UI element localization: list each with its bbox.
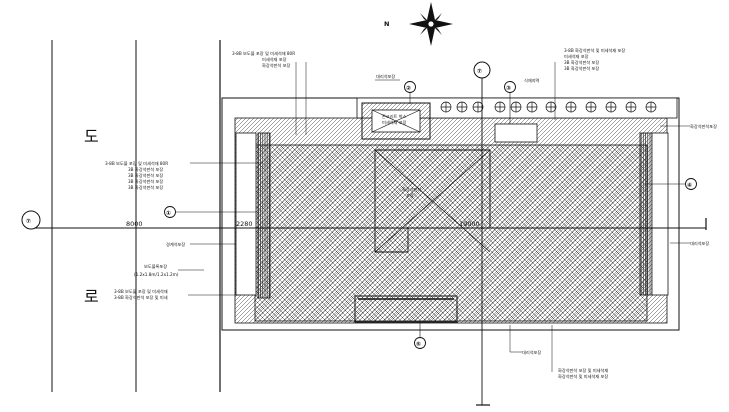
dimension-19000: 19000 — [459, 220, 480, 228]
svg-text:3B 화강석판석 포장: 3B 화강석판석 포장 — [128, 166, 163, 173]
svg-text:④: ④ — [687, 182, 692, 189]
right-bench — [651, 132, 669, 296]
detail-bubble-2: ② — [404, 81, 416, 104]
note-right-top: 화강석판석포장 — [660, 123, 717, 130]
left-bench — [235, 132, 257, 296]
svg-text:화강석판석 포장 및 미세석재: 화강석판석 포장 및 미세석재 — [558, 367, 608, 374]
entrance-gap — [494, 123, 538, 143]
svg-text:②: ② — [406, 85, 411, 92]
svg-text:3-8B 보도블 포장 및 미세석재 80R: 3-8B 보도블 포장 및 미세석재 80R — [232, 50, 295, 57]
svg-text:경계석포장: 경계석포장 — [166, 241, 185, 248]
svg-text:3B 화강석판석 포장: 3B 화강석판석 포장 — [564, 59, 599, 66]
note-left: 3-8B 보도블 포장 및 미세석재 80R 3B 화강석판석 포장 3B 화강… — [105, 160, 262, 191]
svg-text:3B 화강석판석 포장: 3B 화강석판석 포장 — [128, 172, 163, 179]
svg-text:화강석판석포장: 화강석판석포장 — [690, 123, 717, 130]
note-top-right: 3-8B 화강석판석 및 미세석재 포장 미세석재 포장 3B 화강석판석 포장… — [554, 47, 625, 120]
detail-bubble-3: ③ — [504, 81, 516, 124]
svg-text:화강석판석 포장: 화강석판석 포장 — [262, 62, 290, 69]
inner-box-note: 미세석재 포장 — [382, 119, 407, 126]
svg-text:보도블록포장: 보도블록포장 — [144, 263, 167, 270]
note-left-pavement: 보도블록포장 (1.2x1.8m/1.2x1.2m) — [134, 263, 204, 277]
svg-text:대리석포장: 대리석포장 — [690, 240, 709, 247]
svg-text:3-8B 화강석판석 포장 및 미세: 3-8B 화강석판석 포장 및 미세 — [114, 294, 168, 301]
svg-text:식재지역: 식재지역 — [524, 77, 540, 84]
grid-bubble-top: ⑦ — [473, 61, 491, 79]
note-top-center: 대리석포장 — [375, 73, 400, 81]
svg-text:⑤: ⑤ — [416, 341, 421, 348]
svg-text:③: ③ — [506, 85, 511, 92]
detail-bubble-4: ④ — [645, 178, 697, 190]
note-top-right-small: 식재지역 — [524, 77, 540, 84]
svg-text:3-8B 화강석판석 및 미세석재 포장: 3-8B 화강석판석 및 미세석재 포장 — [564, 47, 625, 54]
note-bottom-center: 대리석포장 — [509, 325, 541, 356]
inner-box-note: 콘크리트 박스 — [382, 113, 407, 120]
left-planter — [257, 132, 271, 299]
right-planter — [639, 132, 653, 296]
box-cross-line — [371, 109, 421, 133]
dimension-2280: 2280 — [236, 220, 253, 228]
svg-text:3B 화강석판석 포장: 3B 화강석판석 포장 — [128, 184, 163, 191]
north-compass-icon — [409, 2, 453, 46]
north-label: N — [384, 20, 389, 28]
note-right-mid: 대리석포장 — [670, 240, 709, 247]
note-top-left: 3-8B 보도블 포장 및 미세석재 80R 미세석재 포장 화강석판석 포장 — [232, 50, 307, 135]
note-left-lower: 경계석포장 — [166, 241, 236, 248]
svg-text:(1.2x1.8m/1.2x1.2m): (1.2x1.8m/1.2x1.2m) — [134, 272, 179, 277]
road-label-bottom: 로 — [84, 287, 99, 306]
svg-text:3B 화강석판석 포장: 3B 화강석판석 포장 — [564, 65, 599, 72]
note-left-bottom: 3-8B 보도블 포장 및 미세석재 3-8B 화강석판석 포장 및 미세 — [114, 288, 240, 301]
grid-bubble-left: ⑦ — [21, 210, 41, 230]
pavilion-diagonal — [374, 149, 491, 253]
svg-text:미세석재 포장: 미세석재 포장 — [564, 53, 589, 60]
center-hatch-note: 포장 — [406, 192, 414, 198]
svg-text:①: ① — [166, 210, 171, 217]
road-label-top: 도 — [84, 127, 99, 146]
dimension-8000: 8000 — [126, 220, 143, 228]
svg-text:대리석포장: 대리석포장 — [522, 349, 541, 356]
note-bottom-right: 화강석판석 포장 및 미세석재 화강석판석 및 미세석재 포장 — [551, 325, 608, 380]
tree-symbols — [440, 101, 657, 113]
svg-text:3-8B 보도블 포장 및 미세석재 80R: 3-8B 보도블 포장 및 미세석재 80R — [105, 160, 168, 167]
svg-text:미세석재 포장: 미세석재 포장 — [262, 56, 287, 63]
bottom-bench — [354, 295, 458, 323]
detail-bubble-1: ① — [164, 206, 256, 218]
center-hatch-note: 화강석판석 — [402, 186, 421, 193]
svg-text:3-8B 보도블 포장 및 미세석재: 3-8B 보도블 포장 및 미세석재 — [114, 288, 168, 295]
svg-text:화강석판석 및 미세석재 포장: 화강석판석 및 미세석재 포장 — [558, 373, 608, 380]
svg-text:대리석포장: 대리석포장 — [376, 73, 395, 80]
detail-bubble-5: ⑤ — [414, 322, 426, 349]
svg-text:⑦: ⑦ — [26, 218, 31, 225]
svg-text:⑦: ⑦ — [477, 68, 482, 75]
svg-text:3B 화강석판석 포장: 3B 화강석판석 포장 — [128, 178, 163, 185]
